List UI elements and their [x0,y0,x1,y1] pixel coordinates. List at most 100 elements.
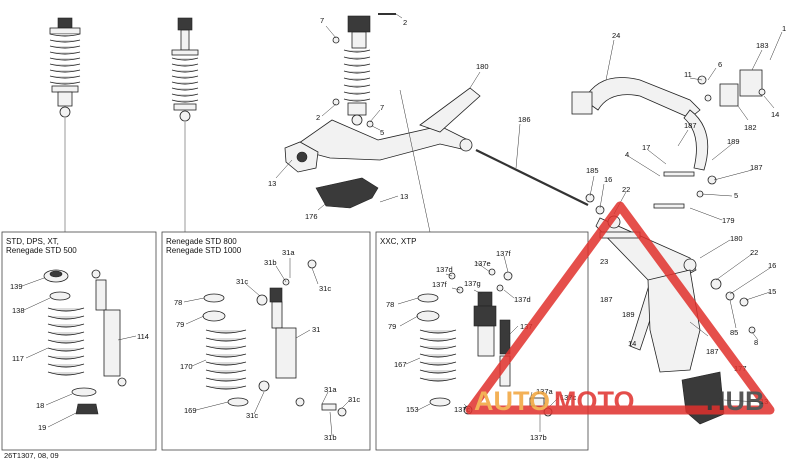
callout: 79 [388,322,396,331]
callout: 153 [406,405,419,414]
callout: 139 [10,282,23,291]
callout: 85 [730,328,738,337]
callout: 186 [518,115,531,124]
callout: 78 [174,298,182,307]
callout: 138 [12,306,25,315]
hardware-main [332,13,766,334]
callout: 137g [464,279,481,288]
callout: 8 [754,338,758,347]
callout: 182 [744,123,757,132]
callout: 17 [642,143,650,152]
callout: 5 [380,128,384,137]
skid-plate-176 [315,177,379,209]
callout: 31 [312,325,320,334]
main-labels: 7 2 2 7 5 13 13 176 180 186 24 183 1 11 … [268,16,786,406]
callout: 31b [264,258,277,267]
callout: 22 [622,185,630,194]
callout: 78 [386,300,394,309]
lower-a-arm [595,217,697,351]
callout: 31c [246,411,258,420]
callout: 7 [320,16,324,25]
callout: 137f [432,280,448,289]
callout: 189 [622,310,635,319]
callout: 24 [612,31,620,40]
callout: 167 [394,360,407,369]
callout: 16 [604,175,612,184]
callout: 137a [536,387,554,396]
panel-frame-1 [1,231,157,451]
callout: 14 [771,110,779,119]
watermark-text-moto: MOTO [554,386,635,416]
panel-3-title-line1: XXC, XTP [380,237,416,246]
callout: 31b [324,433,337,442]
callout: 170 [180,362,193,371]
upper-a-arm [291,87,481,161]
callout: 2 [403,18,407,27]
callout: 183 [756,41,769,50]
callout: 137d [514,295,531,304]
panel-1-title-line1: STD, DPS, XT, [6,237,59,246]
callout: 31c [348,395,360,404]
callout: 13 [400,192,408,201]
callout: 187 [600,295,613,304]
panel-2-leads [183,258,351,437]
panel-2-title-line2: Renegade STD 1000 [166,246,242,255]
callout: 5 [734,191,738,200]
callout: 176 [305,212,318,221]
callout: 15 [768,287,776,296]
callout: 16 [768,261,776,270]
callout: 137b [530,433,547,442]
callout: 137f [496,249,512,258]
panel-1-title-line2: Renegade STD 500 [6,246,77,255]
callout: 4 [625,150,629,159]
callout: 31a [282,248,295,257]
knuckle-left [284,141,319,173]
callout: 180 [730,234,743,243]
callout: 22 [750,248,758,257]
callout: 185 [586,166,599,175]
callout: 2 [316,113,320,122]
panel-frame-2 [161,231,371,451]
leader-lines-main [275,13,783,403]
callout: 6 [718,60,722,69]
callout: 137e [474,259,491,268]
callout: 179 [722,216,735,225]
callout: 187 [684,121,697,130]
callout: 18 [36,401,44,410]
watermark-text-hub: HUB [706,386,765,416]
callout: 137c [454,405,471,414]
callout: 14 [628,339,636,348]
callout: 23 [600,257,608,266]
stabilizer-bar-186 [475,149,589,206]
panel-1-leads [21,277,137,428]
panel-frame-3 [375,231,589,451]
main-shock-absorber [343,15,371,126]
callout: 137c [560,393,577,402]
callout: 137d [436,265,453,274]
watermark-text-auto: AUTO [474,386,550,416]
callout: 19 [38,423,46,432]
clamp-183 [719,69,763,107]
callout: 79 [176,320,184,329]
shock-absorber-standalone-right [171,17,199,130]
callout: 169 [184,406,197,415]
panel-2-title-line1: Renegade STD 800 [166,237,237,246]
callout: 180 [476,62,489,71]
callout: 1 [782,24,786,33]
panel-3-leads [397,255,559,432]
callout: 117 [12,354,24,363]
callout: 187 [750,163,763,172]
watermark-logo: AUTO MOTO HUB [465,201,775,416]
callout: 31a [324,385,337,394]
callout: 7 [380,103,384,112]
shock-absorber-standalone-left [49,17,81,128]
diagram-id: 26T1307, 08, 09 [4,451,59,460]
panel-1-parts [43,269,127,415]
callout: 114 [137,332,149,341]
callout: 13 [268,179,276,188]
callout: 11 [684,70,692,79]
stabilizer-bracket-24 [571,77,709,171]
callout: 31c [236,277,248,286]
